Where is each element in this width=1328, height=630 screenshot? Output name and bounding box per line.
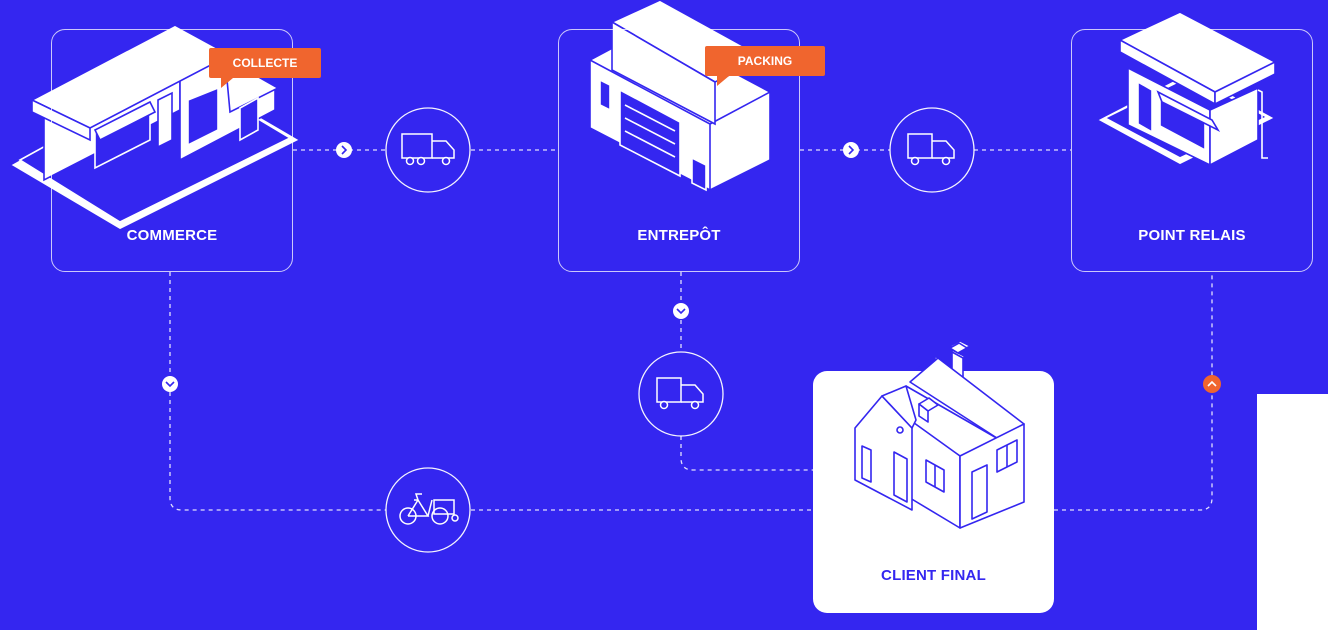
- node-card-client-final: CLIENT FINAL: [813, 371, 1054, 613]
- chevron-down-icon: [676, 308, 686, 315]
- connector-commerce-bike: [169, 272, 386, 511]
- arrow-right-marker-2: [843, 142, 859, 158]
- transport-truck-2: [889, 107, 975, 193]
- chevron-down-icon: [165, 381, 175, 388]
- truck-icon: [907, 133, 955, 166]
- transport-bike: [385, 467, 471, 553]
- connector-truck-client: [680, 436, 813, 471]
- arrow-up-marker-relais: [1203, 375, 1221, 393]
- arrow-down-marker-commerce: [162, 376, 178, 392]
- truck-icon: [656, 377, 704, 410]
- node-label-entrepot: ENTREPÔT: [637, 227, 721, 244]
- transport-truck-3: [638, 351, 724, 437]
- transport-truck-1: [385, 107, 471, 193]
- node-card-commerce: COMMERCE: [51, 29, 293, 272]
- node-label-commerce: COMMERCE: [126, 227, 218, 244]
- node-card-point-relais: POINT RELAIS: [1071, 29, 1313, 272]
- chevron-right-icon: [848, 145, 855, 155]
- chevron-right-icon: [341, 145, 348, 155]
- truck-icon: [401, 133, 455, 166]
- point-relais-building-illustration: [1095, 11, 1277, 167]
- flow-connectors: [169, 149, 1213, 511]
- tag-collecte: COLLECTE: [209, 48, 321, 88]
- node-label-client-final: CLIENT FINAL: [881, 567, 986, 584]
- node-label-point-relais: POINT RELAIS: [1138, 227, 1246, 244]
- chevron-up-icon: [1207, 380, 1217, 387]
- commerce-building-illustration: [8, 24, 302, 231]
- arrow-right-marker-1: [336, 142, 352, 158]
- tag-packing: PACKING: [705, 46, 825, 86]
- connector-client-relais: [1054, 272, 1213, 511]
- node-card-entrepot: ENTREPÔT: [558, 29, 800, 272]
- cargo-bike-icon: [399, 493, 459, 525]
- arrow-down-marker-entrepot: [673, 303, 689, 319]
- side-panel: [1257, 394, 1328, 630]
